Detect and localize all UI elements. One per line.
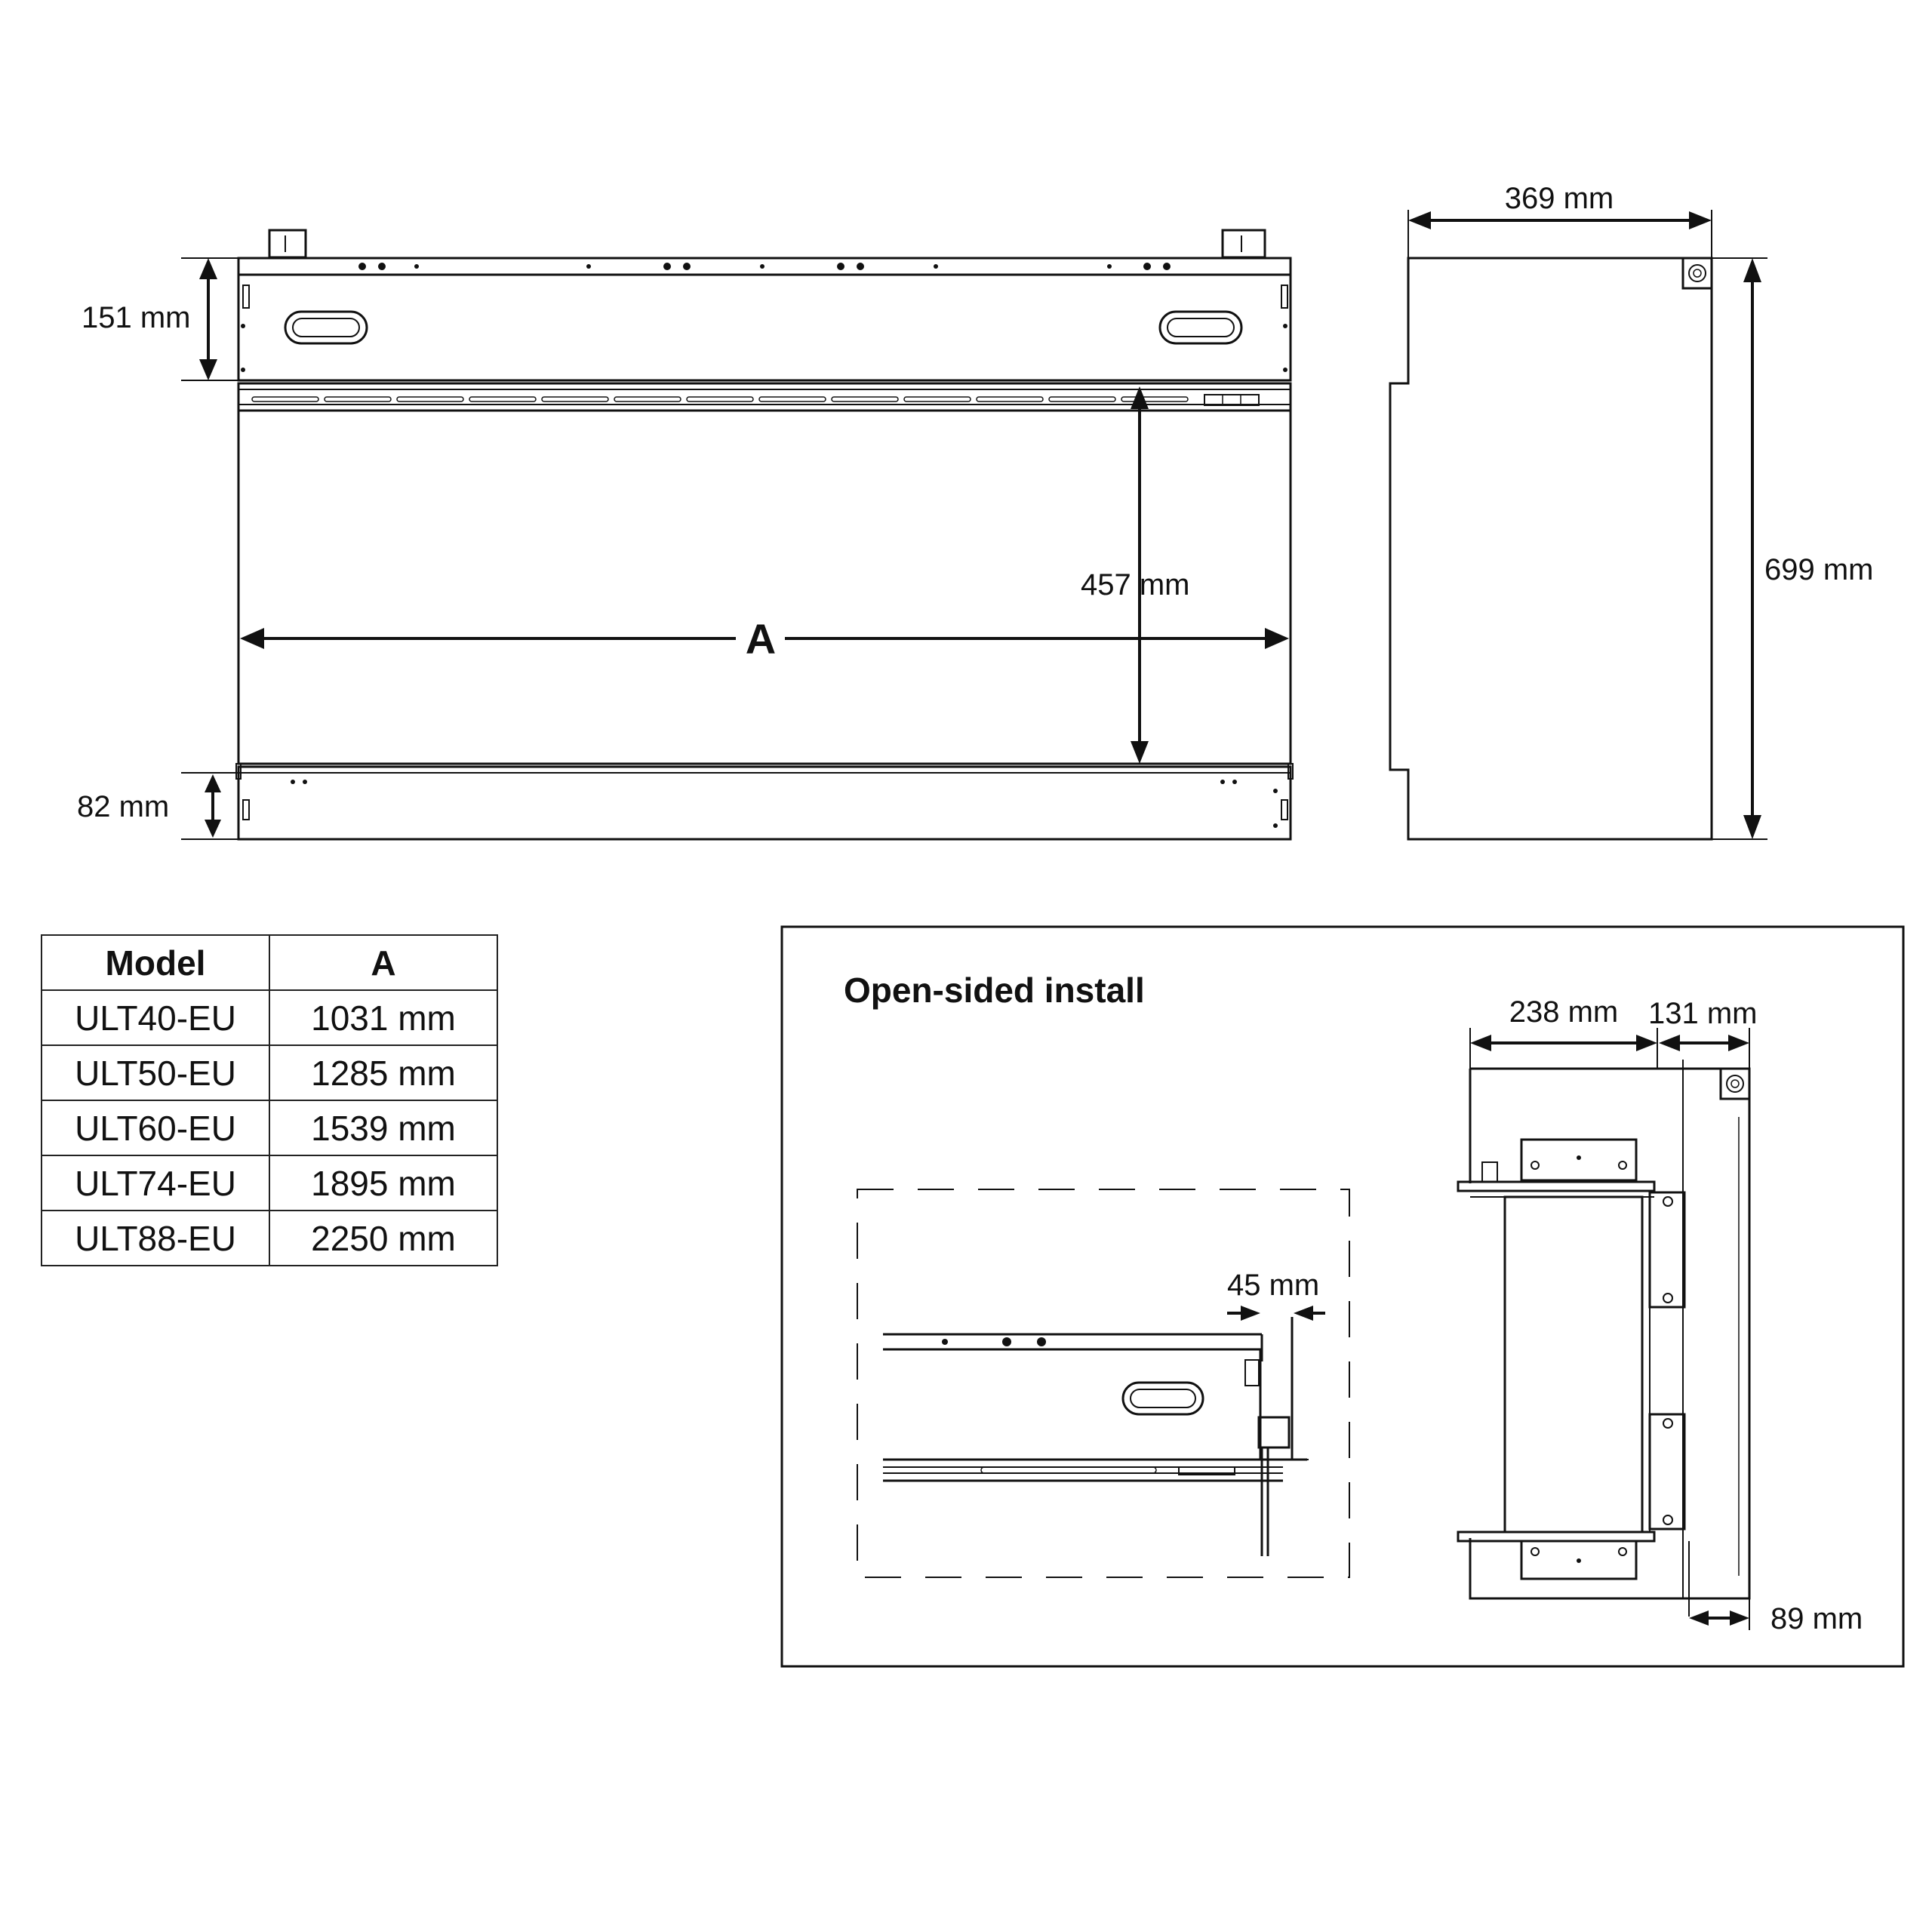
top-bracket-left (268, 229, 307, 259)
control-buttons (1204, 394, 1260, 406)
dim-bottom-label: 82 mm (77, 790, 169, 823)
wall-outline (857, 1189, 1350, 1578)
dim-238-label: 238 mm (1509, 995, 1619, 1029)
model-dimension-table: Model A ULT40-EU 1031 mm ULT50-EU 1285 m… (41, 934, 498, 1266)
table-cell-model: ULT60-EU (41, 1100, 270, 1156)
plan-view (1457, 1060, 1751, 1617)
detail-handle-slot (1121, 1381, 1204, 1416)
dim-top-label: 151 mm (82, 301, 191, 334)
table-cell-model: ULT50-EU (41, 1044, 270, 1101)
dim-depth-label: 369 mm (1505, 182, 1614, 215)
dim-89-label: 89 mm (1770, 1602, 1863, 1635)
open-sided-title: Open-sided install (844, 971, 1145, 1010)
table-cell-a: 1285 mm (269, 1044, 498, 1101)
table-cell-model: ULT88-EU (41, 1210, 270, 1266)
table-header-a: A (269, 934, 498, 991)
table-row: ULT50-EU 1285 mm (41, 1044, 498, 1101)
dim-width-label: A (746, 615, 776, 663)
main-opening (237, 409, 1292, 765)
table-row: ULT60-EU 1539 mm (41, 1100, 498, 1156)
table-cell-a: 2250 mm (269, 1210, 498, 1266)
upper-panel (237, 273, 1292, 382)
table-row: ULT88-EU 2250 mm (41, 1210, 498, 1266)
handle-slot-right (1158, 310, 1243, 345)
front-view: 151 mm 82 mm 457 mm A (77, 229, 1294, 841)
top-bracket-right (1221, 229, 1266, 259)
dim-side-height-label: 699 mm (1764, 553, 1874, 586)
front-detail (883, 1317, 1309, 1556)
table-cell-model: ULT74-EU (41, 1155, 270, 1211)
dim-gap-label: 45 mm (1227, 1269, 1319, 1302)
side-corner-fixing (1681, 257, 1713, 290)
base-panel (237, 765, 1292, 841)
table-row: ULT40-EU 1031 mm (41, 989, 498, 1046)
table-cell-model: ULT40-EU (41, 989, 270, 1046)
table-cell-a: 1895 mm (269, 1155, 498, 1211)
plan-outline (1469, 1067, 1751, 1600)
table-header-model: Model (41, 934, 270, 991)
side-body (1389, 257, 1713, 841)
dim-131-label: 131 mm (1648, 997, 1758, 1030)
detail-bracket (1257, 1416, 1291, 1449)
open-sided-panel: Open-sided install (780, 925, 1905, 1668)
dim-height-label: 457 mm (1081, 568, 1190, 601)
table-cell-a: 1539 mm (269, 1100, 498, 1156)
table-cell-a: 1031 mm (269, 989, 498, 1046)
side-view: 369 mm 699 mm (1389, 182, 1874, 841)
table-row: ULT74-EU 1895 mm (41, 1155, 498, 1211)
table-header-row: Model A (41, 934, 498, 991)
open-sided-frame (780, 925, 1905, 1668)
handle-slot-left (284, 310, 368, 345)
